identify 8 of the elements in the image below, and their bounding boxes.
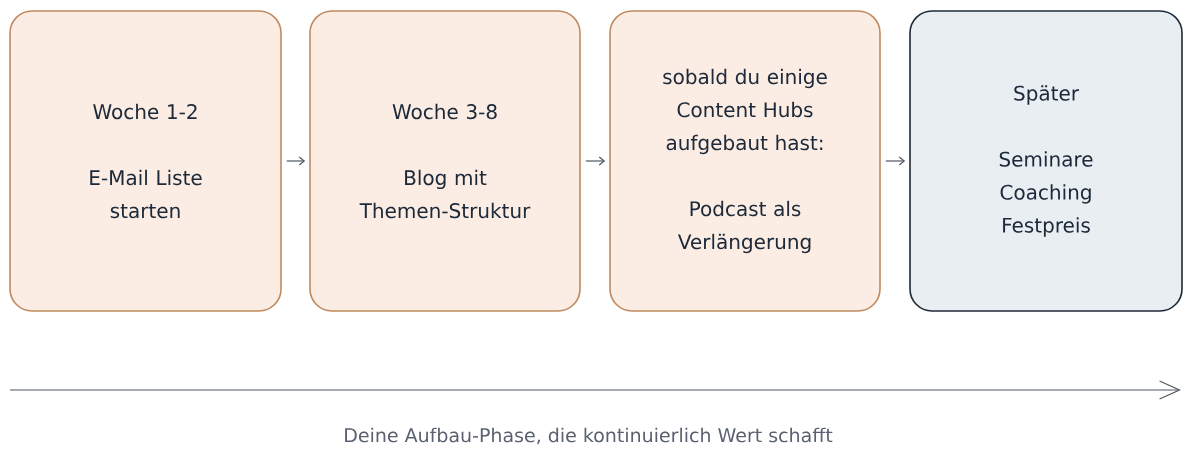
process-box: Woche 3-8 Blog mit Themen-Struktur [309,10,581,312]
process-box: sobald du einige Content Hubs aufgebaut hast: Podcast als Verlängerung [609,10,881,312]
arrow [286,156,306,166]
arrow [885,156,906,166]
timeline-caption: Deine Aufbau-Phase, die kontinuierlich Wert schafft [345,427,833,445]
process-box: Woche 1-2 E-Mail Liste starten [9,10,282,312]
arrow [585,156,606,166]
process-box: Später Seminare Coaching Festpreis [909,10,1183,312]
